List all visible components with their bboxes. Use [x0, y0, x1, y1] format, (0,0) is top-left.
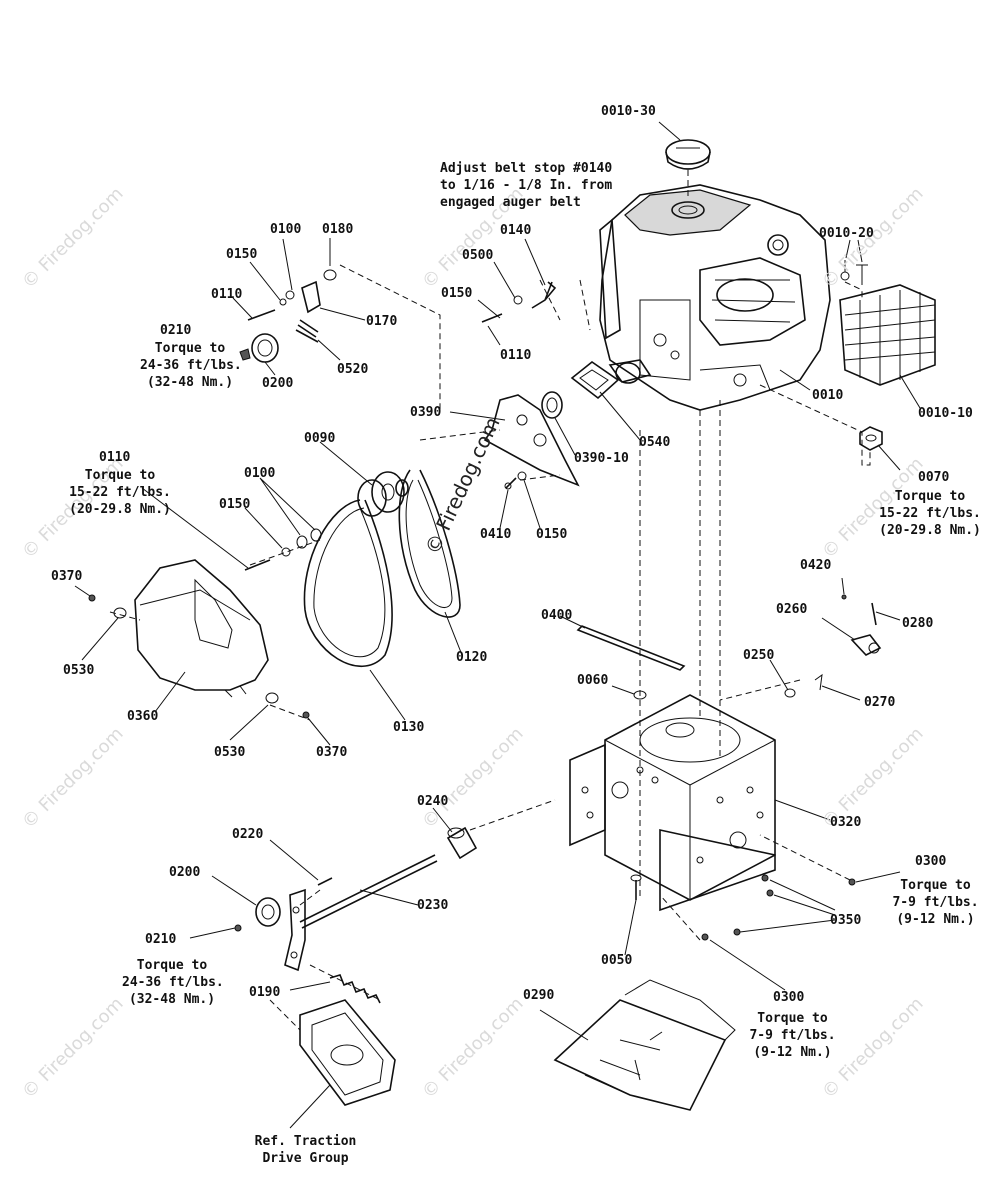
label-0300: 0300 — [915, 854, 947, 869]
spacer-0240 — [446, 826, 478, 860]
note-torque-0300-a: Torque to 7-9 ft/lbs. (9-12 Nm.) — [892, 878, 979, 927]
belt-stop-0140 — [531, 281, 557, 309]
linkage-right — [784, 594, 882, 698]
label-0530: 0530 — [214, 745, 246, 760]
belt-0120 — [398, 469, 461, 618]
cover-hardware — [88, 594, 310, 719]
note-torque-0300-b: Torque to 7-9 ft/lbs. (9-12 Nm.) — [749, 1011, 836, 1060]
hardware-left — [244, 528, 322, 571]
label-0100: 0100 — [244, 466, 276, 481]
label-0230: 0230 — [417, 898, 449, 913]
label-0170: 0170 — [366, 314, 398, 329]
label-0090: 0090 — [304, 431, 336, 446]
label-0060: 0060 — [577, 673, 609, 688]
label-0050: 0050 — [601, 953, 633, 968]
note-torque-0070: Torque to 15-22 ft/lbs. (20-29.8 Nm.) — [879, 489, 981, 538]
label-0390: 0390 — [410, 405, 442, 420]
frame-bolts — [630, 874, 856, 941]
label-0200: 0200 — [262, 376, 294, 391]
spring-0190 — [329, 974, 381, 1004]
label-0390-10: 0390-10 — [574, 451, 629, 466]
label-0530: 0530 — [63, 663, 95, 678]
label-0270: 0270 — [864, 695, 896, 710]
label-0010-20: 0010-20 — [819, 226, 874, 241]
leader-lines — [74, 121, 921, 1129]
label-0200: 0200 — [169, 865, 201, 880]
idler-bracket-top — [247, 269, 337, 343]
label-0320: 0320 — [830, 815, 862, 830]
label-0220: 0220 — [232, 827, 264, 842]
label-0010: 0010 — [812, 388, 844, 403]
label-0110: 0110 — [500, 348, 532, 363]
label-0260: 0260 — [776, 602, 808, 617]
label-0400: 0400 — [541, 608, 573, 623]
belt-guide-0390 — [483, 394, 580, 487]
label-0190: 0190 — [249, 985, 281, 1000]
idler-arm-bottom — [234, 877, 333, 972]
idler-pulley-0200-top — [239, 333, 279, 363]
label-0350: 0350 — [830, 913, 862, 928]
note-adjust-belt-stop: Adjust belt stop #0140 to 1/16 - 1/8 In.… — [440, 161, 613, 210]
label-0010-30: 0010-30 — [601, 104, 656, 119]
plate-0290 — [553, 979, 736, 1111]
pin-0400 — [576, 625, 686, 700]
engine-0010 — [599, 184, 831, 411]
label-0280: 0280 — [902, 616, 934, 631]
label-0360: 0360 — [127, 709, 159, 724]
label-0180: 0180 — [322, 222, 354, 237]
belt-cover-0360 — [134, 559, 269, 698]
label-0250: 0250 — [743, 648, 775, 663]
label-0370: 0370 — [51, 569, 83, 584]
label-0300: 0300 — [773, 990, 805, 1005]
label-0540: 0540 — [639, 435, 671, 450]
label-0010-10: 0010-10 — [918, 406, 973, 421]
label-0210: 0210 — [160, 323, 192, 338]
nut-0070 — [859, 426, 883, 451]
label-0120: 0120 — [456, 650, 488, 665]
label-0500: 0500 — [462, 248, 494, 263]
label-0370: 0370 — [316, 745, 348, 760]
label-0110: 0110 — [99, 450, 131, 465]
label-0150: 0150 — [219, 497, 251, 512]
muffler-guard-0010-10 — [839, 260, 936, 386]
label-0420: 0420 — [800, 558, 832, 573]
label-0520: 0520 — [337, 362, 369, 377]
note-torque-0110-left: Torque to 15-22 ft/lbs. (20-29.8 Nm.) — [69, 468, 171, 517]
traction-drive — [299, 999, 396, 1106]
label-0150: 0150 — [441, 286, 473, 301]
shaft-0230 — [299, 854, 438, 929]
hardware-mid — [481, 295, 527, 490]
label-0150: 0150 — [226, 247, 258, 262]
label-0410: 0410 — [480, 527, 512, 542]
belt-0130 — [303, 499, 393, 668]
label-0100: 0100 — [270, 222, 302, 237]
label-0070: 0070 — [918, 470, 950, 485]
label-0130: 0130 — [393, 720, 425, 735]
frame-0320 — [569, 694, 776, 912]
label-0110: 0110 — [211, 287, 243, 302]
oil-cap-0010-30 — [665, 139, 711, 170]
note-torque-0210-bottom: Torque to 24-36 ft/lbs. (32-48 Nm.) — [122, 958, 224, 1007]
label-0290: 0290 — [523, 988, 555, 1003]
gasket-0540 — [570, 361, 620, 400]
label-0140: 0140 — [500, 223, 532, 238]
note-torque-0210-top: Torque to 24-36 ft/lbs. (32-48 Nm.) — [140, 341, 242, 390]
label-0240: 0240 — [417, 794, 449, 809]
label-0150: 0150 — [536, 527, 568, 542]
label-0210: 0210 — [145, 932, 177, 947]
seal-0390-10 — [541, 391, 563, 419]
note-ref-traction-drive: Ref. Traction Drive Group — [254, 1134, 357, 1166]
